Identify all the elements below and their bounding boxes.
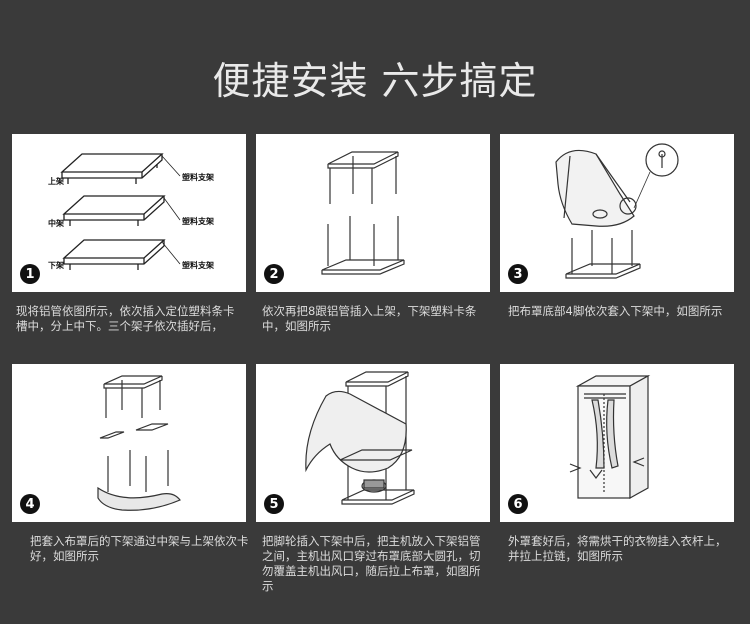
label-middle: 中架 [48,218,64,228]
label-bracket-2: 塑料支架 [182,216,214,226]
step-2-description: 依次再把8跟铝管插入上架，下架塑料卡条中，如图所示 [262,304,477,333]
step-2-badge: 2 [264,264,284,284]
step-6-card: 6 [500,364,734,522]
step-2-card: 2 [256,134,490,292]
step-1-labels: 上架 中架 下架 塑料支架 塑料支架 塑料支架 [48,172,214,270]
step-5-description: 把脚轮插入下架中后，把主机放入下架铝管之间，主机出风口穿过布罩底部大圆孔，切勿覆… [262,534,481,593]
step-3-illustration [555,143,679,279]
step-1-description: 现将铝管依图所示，依次插入定位塑料条卡槽中，分上中下。三个架子依次插好后， [16,304,235,333]
step-2-illustration [321,151,405,275]
step-4-illustration [97,375,181,511]
step-1-illustration [60,153,181,270]
step-4-card: 4 [12,364,246,522]
label-bracket-1: 塑料支架 [182,172,214,182]
step-6-description: 外罩套好后，将需烘干的衣物挂入衣杆上，并拉上拉链，如图所示 [508,534,727,563]
step-3-card: 3 [500,134,734,292]
step-4-description: 把套入布罩后的下架通过中架与上架依次卡好，如图所示 [30,534,249,563]
label-lower: 下架 [48,260,64,270]
step-3-badge: 3 [508,264,528,284]
step-5-illustration [305,371,415,505]
step-3-description: 把布罩底部4脚依次套入下架中，如图所示 [508,304,723,318]
step-5-badge: 5 [264,494,284,514]
label-bracket-3: 塑料支架 [182,260,214,270]
step-6-badge: 6 [508,494,528,514]
step-4-badge: 4 [20,494,40,514]
step-6-illustration [569,374,651,500]
label-upper: 上架 [48,176,64,186]
step-1-badge: 1 [20,264,40,284]
step-1-card: 上架 中架 下架 塑料支架 塑料支架 塑料支架 1 [12,134,246,292]
page-title: 便捷安装 六步搞定 [212,59,538,103]
step-5-card: 5 [256,364,490,522]
